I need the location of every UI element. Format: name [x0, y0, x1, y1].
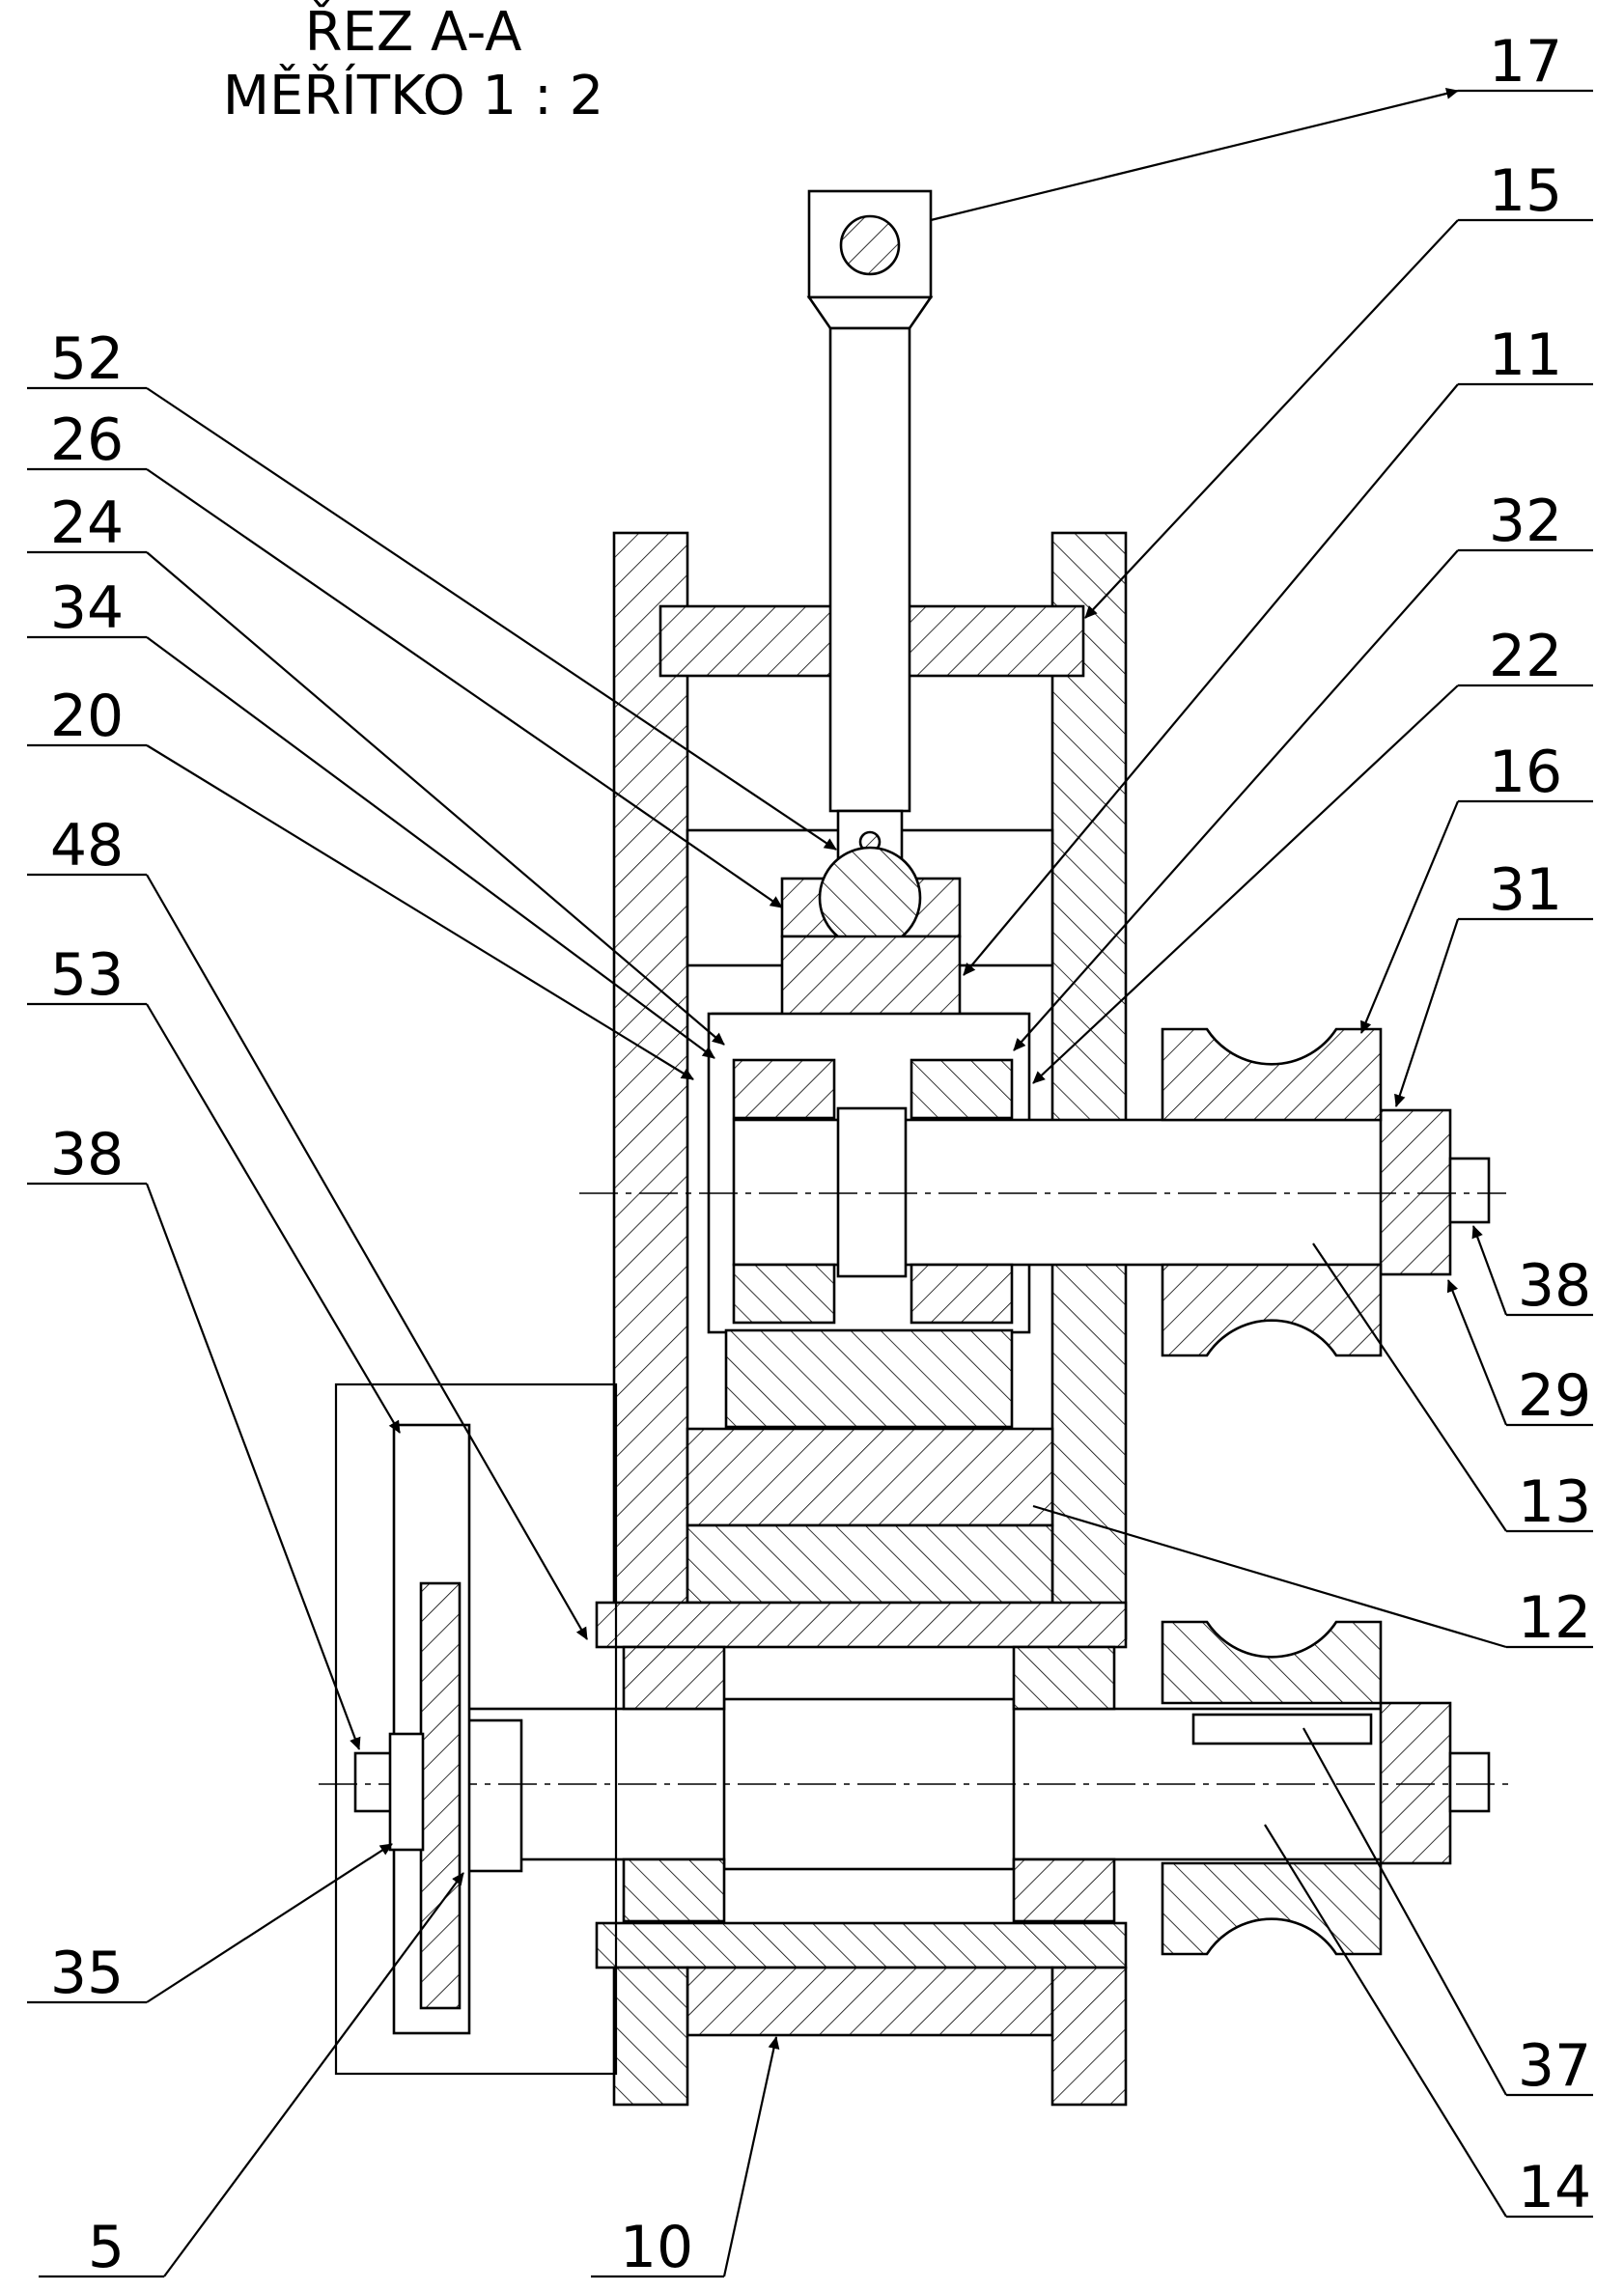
callout-38-right: 38	[1518, 1252, 1591, 1320]
middle-block-lower	[686, 1523, 1054, 1605]
base-foot-right	[1050, 1966, 1128, 2107]
callout-14: 14	[1518, 2154, 1591, 2221]
leader-52	[146, 387, 837, 851]
leader-29	[1446, 1279, 1508, 1426]
leader-48	[146, 874, 588, 1640]
ball-joint	[818, 846, 922, 950]
leader-38-left	[145, 1183, 361, 1750]
callout-29: 29	[1518, 1362, 1591, 1430]
callout-labels: 17 15 52 11 26 32 24 34 22 20 16 48 31 5…	[50, 28, 1591, 2281]
upper-bearing-left-bottom	[732, 1263, 836, 1325]
leader-26	[146, 468, 783, 908]
spindle-assembly	[780, 189, 962, 950]
callout-13: 13	[1518, 1468, 1591, 1536]
base-block	[686, 1966, 1054, 2037]
callout-32: 32	[1489, 488, 1562, 555]
lower-roll-top-half	[1161, 1620, 1383, 1705]
leader-14	[1264, 1824, 1507, 2218]
leader-16	[1359, 800, 1460, 1034]
lower-bearing-right-bottom	[1012, 1857, 1116, 1923]
callout-34: 34	[50, 574, 124, 642]
leader-37	[1302, 1727, 1507, 2096]
section-title-line2: MĚŘÍTKO 1 : 2	[223, 64, 604, 127]
leader-13	[1312, 1243, 1507, 1532]
callout-5: 5	[88, 2214, 125, 2281]
leader-5	[163, 1872, 464, 2277]
upper-end-bolt	[1448, 1157, 1491, 1224]
slide-block-bottom	[724, 1328, 1014, 1429]
middle-block-12	[686, 1427, 1054, 1527]
upper-bearing-right-bottom	[910, 1263, 1014, 1325]
callout-37: 37	[1518, 2032, 1591, 2100]
upper-bearing-right-top	[910, 1058, 1014, 1120]
lower-bearing-left-top	[622, 1645, 726, 1711]
lower-bearing-left-bottom	[622, 1857, 726, 1923]
upper-roll-top-half	[1161, 1027, 1383, 1122]
upper-roll	[1161, 1027, 1383, 1357]
lower-bearing-right-top	[1012, 1645, 1116, 1711]
callout-15: 15	[1489, 157, 1562, 225]
chain-drive	[334, 1382, 618, 2076]
base-foot-left	[612, 1966, 689, 2107]
callout-12: 12	[1518, 1584, 1591, 1652]
sprocket-washer	[388, 1732, 425, 1852]
frame-left-column	[612, 531, 689, 1640]
lower-end-nut	[1379, 1701, 1452, 1865]
spindle-rod	[828, 326, 911, 813]
callout-26: 26	[50, 406, 124, 474]
upper-roll-bottom-half	[1161, 1263, 1383, 1357]
lower-roll-bottom-half	[1161, 1861, 1383, 1956]
leader-20	[146, 744, 694, 1080]
leader-35	[146, 1843, 393, 2003]
callout-17: 17	[1489, 28, 1562, 96]
callout-20: 20	[50, 683, 124, 750]
callout-24: 24	[50, 489, 124, 557]
callout-53: 53	[50, 941, 124, 1009]
callout-52: 52	[50, 325, 124, 393]
leader-11	[963, 383, 1459, 976]
callout-22: 22	[1489, 623, 1562, 690]
upper-end-nut	[1379, 1108, 1452, 1276]
spindle-neck	[806, 295, 934, 330]
leader-38-right	[1471, 1225, 1508, 1316]
chain-guard	[334, 1382, 618, 2076]
lower-plate-top	[595, 1601, 1128, 1649]
section-title-line1: ŘEZ A-A	[305, 1, 522, 64]
leader-17	[930, 88, 1459, 222]
callout-11: 11	[1489, 321, 1562, 389]
upper-bearing-left-top	[732, 1058, 836, 1120]
callout-31: 31	[1489, 856, 1562, 924]
leader-34	[146, 636, 715, 1059]
callout-10: 10	[620, 2214, 693, 2281]
section-title: ŘEZ A-A MĚŘÍTKO 1 : 2	[223, 1, 604, 127]
lower-plate-bottom	[595, 1921, 1128, 1969]
key-37	[1191, 1713, 1373, 1745]
handle-pin	[839, 214, 901, 276]
callout-35: 35	[50, 1940, 124, 2007]
leader-lines	[27, 88, 1593, 2278]
leader-12	[1032, 1504, 1507, 1649]
leader-24	[146, 551, 725, 1046]
leader-22	[1032, 684, 1459, 1084]
leader-32	[1013, 549, 1459, 1051]
sprocket-disc	[419, 1581, 462, 2010]
leader-53	[146, 1003, 401, 1434]
frame-right-column	[1050, 531, 1128, 1640]
leader-31	[1394, 918, 1460, 1107]
leader-15	[1084, 219, 1459, 619]
lower-roll	[1161, 1620, 1383, 1956]
upper-shaft	[579, 1058, 1506, 1325]
leader-10	[722, 2036, 780, 2277]
callout-16: 16	[1489, 739, 1562, 806]
upper-shaft-collar	[836, 1106, 908, 1278]
callout-48: 48	[50, 812, 124, 880]
callout-38-left: 38	[50, 1121, 124, 1188]
lower-end-bolt	[1448, 1751, 1491, 1813]
